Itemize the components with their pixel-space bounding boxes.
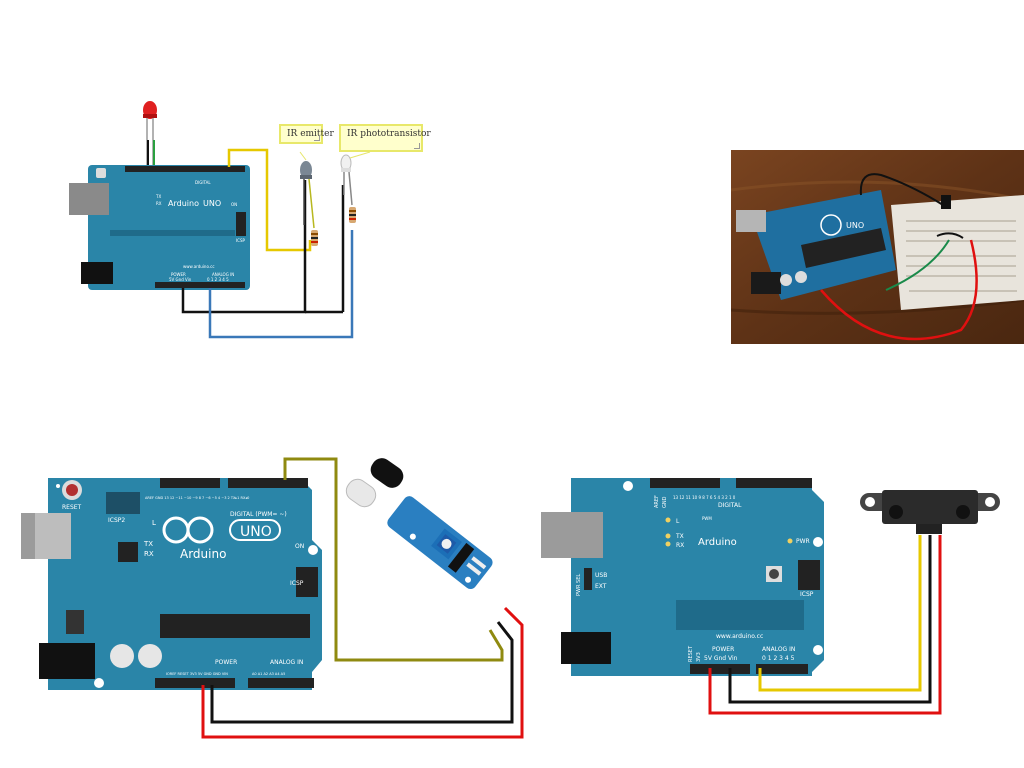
board1-brand: Arduino <box>168 199 199 208</box>
board2-model: UNO <box>240 524 272 540</box>
photo-board-brand: UNO <box>846 221 864 230</box>
ir-sensor-icon <box>387 496 493 590</box>
board3-ext-label: EXT <box>595 583 607 590</box>
board2-brand: Arduino <box>180 547 226 561</box>
board2-analog-label: ANALOG IN <box>270 659 303 666</box>
resistor-icon <box>349 207 356 223</box>
board1-analog-pins: 0 1 2 3 4 5 <box>207 277 229 282</box>
board2-l-label: L <box>152 519 156 527</box>
breadboard-photo: UNO <box>731 150 1024 344</box>
board2-digital-pin-labels: AREF GND 13 12 ~11 ~10 ~9 8 7 ~6 ~5 4 ~3… <box>145 496 249 500</box>
diagram3-wires <box>708 535 942 715</box>
resize-corner-icon <box>414 143 420 149</box>
board2-power-label: POWER <box>215 659 237 666</box>
board3-power-pins: 5V Gnd Vin <box>704 655 738 662</box>
board2-power-pin-labels: IOREF RESET 3V3 5V GND GND VIN <box>166 672 228 676</box>
board3-aref-label: AREF <box>654 495 660 508</box>
ir-emitter-label-text: IR emitter <box>287 129 334 139</box>
diagram1-wires <box>181 148 354 339</box>
board3-tx-label: TX <box>675 533 684 540</box>
ir-sensor-leds <box>345 458 404 508</box>
breadboard-photo-illustration: UNO <box>731 150 1024 344</box>
board3-url: www.arduino.cc <box>716 633 763 640</box>
board3-brand: Arduino <box>698 537 737 548</box>
ir-phototransistor-label: IR phototransistor <box>339 124 431 152</box>
board1-tx-label: TX <box>155 194 161 199</box>
board2-reset-label: RESET <box>62 504 82 511</box>
board1-digital-label: DIGITAL <box>195 180 211 185</box>
board2-rx-label: RX <box>144 550 154 558</box>
board2-digital-label: DIGITAL (PWM= ~) <box>230 511 287 518</box>
board2-on-label: ON <box>295 543 304 550</box>
board1-model: UNO <box>203 199 221 208</box>
board2-analog-pin-labels: A0 A1 A2 A3 A4 A5 <box>252 672 285 676</box>
board2-icsp-label: ICSP <box>290 580 304 587</box>
ir-emitter-label: IR emitter <box>279 124 334 144</box>
board1-analog-label: ANALOG IN <box>212 272 234 277</box>
arduino-board-3 <box>541 478 824 676</box>
board3-analog-label: ANALOG IN <box>762 646 795 653</box>
arduino-board-1 <box>69 165 250 290</box>
board1-power-pins: 5V Gnd Vin <box>169 277 192 282</box>
resistor-icon <box>311 230 318 246</box>
board3-l-label: L <box>676 518 680 525</box>
board3-digital-label: DIGITAL <box>718 502 742 509</box>
board3-rx-label: RX <box>676 542 684 549</box>
board3-reset-label: RESET <box>688 645 694 662</box>
ir-phototransistor-label-text: IR phototransistor <box>347 129 431 139</box>
board3-pwr-sel-label: PWR SEL <box>576 574 582 596</box>
board3-digital-pins: 13 12 11 10 9 8 7 6 5 4 3 2 1 0 <box>673 495 736 500</box>
board3-icsp-label: ICSP <box>800 591 814 598</box>
board2-icsp2-label: ICSP2 <box>108 517 125 524</box>
board3-analog-pins: 0 1 2 3 4 5 <box>762 655 795 662</box>
resize-corner-icon <box>314 135 320 141</box>
board3-gnd-label: GND <box>662 496 668 508</box>
diagram2-wires <box>201 457 524 739</box>
board3-pwr-label: PWR <box>796 538 810 545</box>
board1-on-label: ON <box>231 202 237 207</box>
arduino-board-2 <box>21 478 322 690</box>
board1-rx-label: RX <box>156 201 162 206</box>
board1-power-label: POWER <box>171 272 186 277</box>
ir-emitter-icon <box>300 161 315 229</box>
board3-power-label: POWER <box>712 646 734 653</box>
led-icon <box>143 101 157 166</box>
board2-tx-label: TX <box>143 540 153 548</box>
ir-phototransistor-icon <box>340 154 353 206</box>
board1-icsp-label: ICSP <box>236 238 246 243</box>
distance-sensor-icon <box>860 490 1000 534</box>
board3-usb-label: USB <box>595 572 607 579</box>
board3-3v3-label: 3V3 <box>696 652 702 662</box>
board1-url: www.arduino.cc <box>183 264 215 269</box>
board3-pwm-label: PWM <box>702 516 712 521</box>
